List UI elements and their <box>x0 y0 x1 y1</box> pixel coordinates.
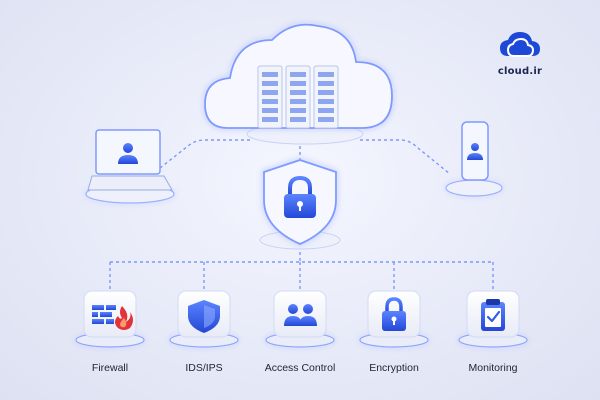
module-label-monitoring: Monitoring <box>468 362 518 374</box>
cloud-logo-icon <box>500 32 540 57</box>
users-icon <box>284 304 317 326</box>
link-laptop-to-cloud <box>159 139 250 169</box>
module-monitoring <box>458 290 528 348</box>
module-firewall <box>75 290 145 348</box>
module-tile <box>273 290 327 338</box>
brand-logo: cloud.ir <box>492 30 548 77</box>
clipboard-check-icon <box>481 299 505 331</box>
link-phone-to-cloud <box>360 139 451 175</box>
brand-name: cloud.ir <box>497 66 543 77</box>
module-encryption <box>359 290 429 348</box>
connector-lines <box>109 139 494 290</box>
laptop-keyboard <box>87 175 173 191</box>
shield-icon <box>188 300 220 333</box>
user-icon <box>467 143 483 160</box>
security-shield-node <box>259 159 341 250</box>
user-icon <box>118 143 138 164</box>
phone-node <box>445 121 503 197</box>
lock-icon <box>284 175 316 218</box>
lock-icon <box>382 297 406 331</box>
cloud-server-node <box>204 23 393 145</box>
module-label-firewall: Firewall <box>91 362 129 374</box>
module-idsips <box>169 290 239 348</box>
module-label-encryption: Encryption <box>369 362 419 374</box>
module-label-access-control: Access Control <box>264 362 336 374</box>
module-label-idsips: IDS/IPS <box>185 362 223 374</box>
module-access-control <box>265 290 335 348</box>
laptop-node <box>85 129 175 204</box>
firewall-icon <box>92 305 133 330</box>
server-rack-icon <box>257 65 339 129</box>
phone-base-glow <box>445 179 503 197</box>
